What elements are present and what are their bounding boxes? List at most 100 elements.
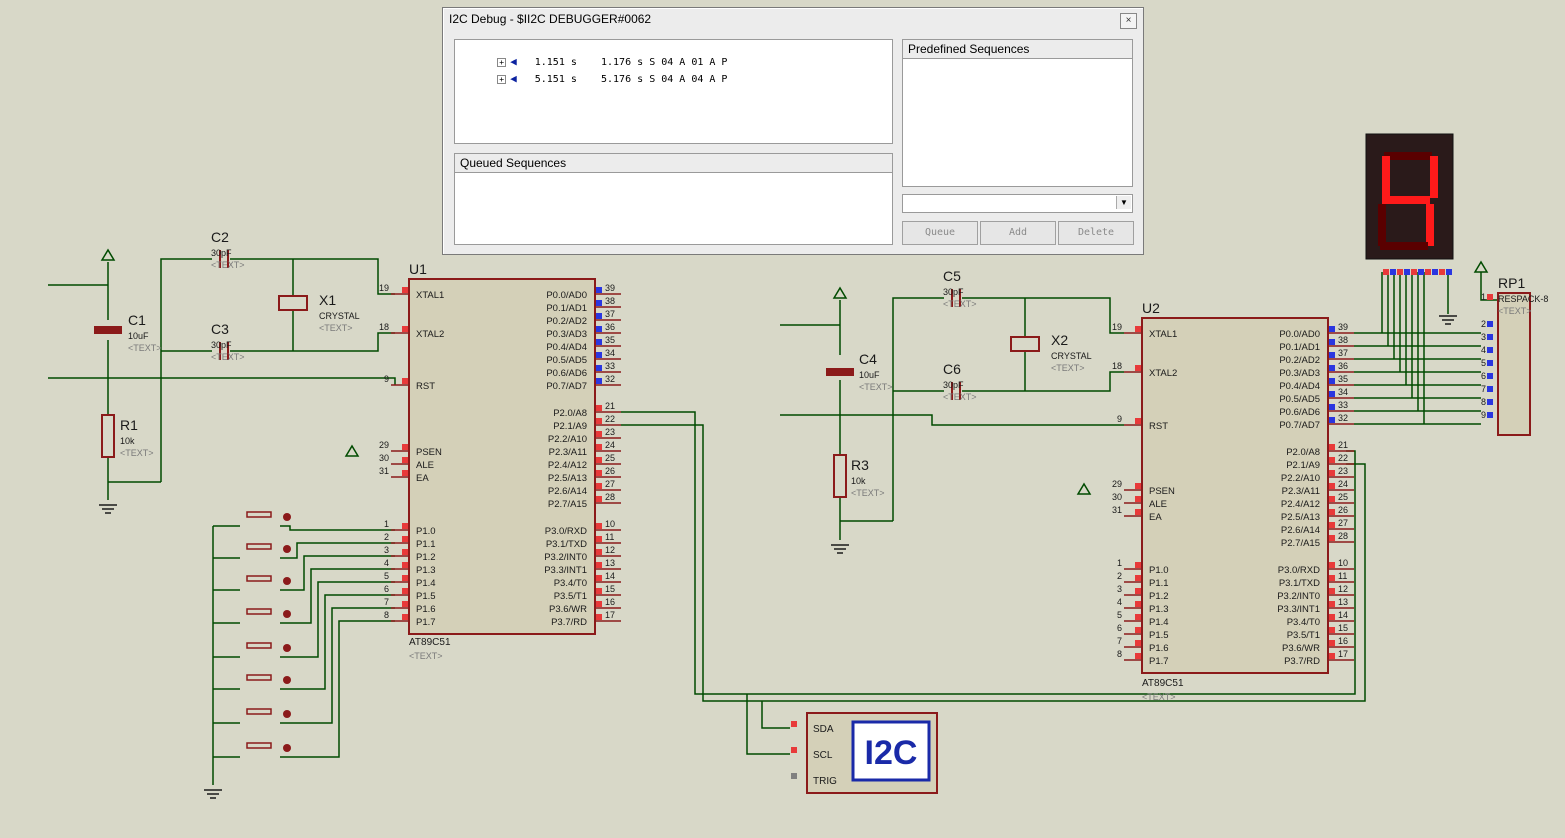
pin-number: 26 <box>1338 505 1348 515</box>
pin-marker <box>1329 522 1335 528</box>
pin-number: 36 <box>1338 361 1348 371</box>
wire <box>280 525 395 531</box>
pin-number: 17 <box>605 610 615 620</box>
pin-number: 35 <box>605 335 615 345</box>
expand-icon[interactable]: + <box>497 57 507 67</box>
predefined-sequences-panel[interactable]: Predefined Sequences <box>902 39 1133 187</box>
wire <box>780 414 1124 426</box>
sequence-select[interactable]: ▼ <box>902 194 1133 213</box>
display-pin <box>1446 269 1452 275</box>
display-pin <box>1383 269 1389 275</box>
pin-number: 17 <box>1338 649 1348 659</box>
pin-marker <box>1329 653 1335 659</box>
chevron-down-icon[interactable]: ▼ <box>1116 196 1131 209</box>
pin-number: 18 <box>1112 361 1122 371</box>
pin-marker <box>596 431 602 437</box>
push-button <box>246 674 272 681</box>
pin-number: 8 <box>384 610 389 620</box>
wire <box>746 694 790 755</box>
component-text: <TEXT> <box>943 392 977 402</box>
pin-marker <box>596 601 602 607</box>
component-ref: R1 <box>120 417 138 433</box>
delete-button[interactable]: Delete <box>1058 221 1134 245</box>
wire <box>962 371 1124 392</box>
pin-number: 4 <box>1117 597 1122 607</box>
push-button-contact <box>283 676 291 684</box>
pin-number: 5 <box>1117 610 1122 620</box>
component-text: <TEXT> <box>319 323 353 333</box>
pin-number: 33 <box>605 361 615 371</box>
pin-marker <box>1487 399 1493 405</box>
pin-number: 18 <box>379 322 389 332</box>
add-button[interactable]: Add <box>980 221 1056 245</box>
pin-name: P3.7/RD <box>1284 656 1320 667</box>
pin-marker <box>1329 614 1335 620</box>
component-value: CRYSTAL <box>1051 351 1092 361</box>
pin-marker <box>1329 391 1335 397</box>
pin-number: 21 <box>605 401 615 411</box>
queued-sequences-header: Queued Sequences <box>455 154 892 173</box>
pin-marker <box>1329 365 1335 371</box>
i2c-debug-window[interactable]: I2C Debug - $II2C DEBUGGER#0062 × +◀1.15… <box>442 7 1144 255</box>
wires <box>48 258 1499 785</box>
pin-name: P3.3/INT1 <box>1277 604 1320 615</box>
pin-number: 34 <box>1338 387 1348 397</box>
pin-number: 10 <box>1338 558 1348 568</box>
close-icon[interactable]: × <box>1120 13 1137 29</box>
display-segment <box>1426 204 1434 246</box>
pin-name: P1.5 <box>1149 630 1169 641</box>
i2c-pin-label: SCL <box>813 750 833 761</box>
display-segment <box>1382 156 1390 198</box>
power-icon <box>1473 260 1489 273</box>
pin-marker <box>596 287 602 293</box>
pin-name: P0.3/AD3 <box>546 329 587 340</box>
pin-name: P1.4 <box>416 578 436 589</box>
push-button-contact <box>283 710 291 718</box>
wire <box>280 568 395 624</box>
pin-marker <box>402 470 408 476</box>
log-panel[interactable]: +◀1.151 s 1.176 s S 04 A 01 A P +◀5.151 … <box>454 39 893 144</box>
pin-marker <box>596 614 602 620</box>
pin-number: 14 <box>1338 610 1348 620</box>
pin-marker <box>1329 444 1335 450</box>
pin-name: P1.7 <box>1149 656 1169 667</box>
pin-name: P3.0/RXD <box>1278 565 1320 576</box>
pin-marker <box>1135 562 1141 568</box>
pin-marker <box>596 365 602 371</box>
component-ref: X1 <box>319 292 336 308</box>
pin-name: P0.6/AD6 <box>546 368 587 379</box>
component-value: RESPACK-8 <box>1498 294 1548 304</box>
wire <box>761 701 790 729</box>
chip-body <box>1141 317 1329 674</box>
pin-number: 22 <box>1338 453 1348 463</box>
pin-name: P3.1/TXD <box>1279 578 1320 589</box>
push-button <box>246 511 272 518</box>
pin-number: 13 <box>605 558 615 568</box>
pin-name: P2.3/A11 <box>549 447 587 458</box>
pin-name: XTAL2 <box>416 329 444 340</box>
pin-number: 32 <box>605 374 615 384</box>
queued-sequences-panel[interactable]: Queued Sequences <box>454 153 893 245</box>
display-pin <box>1418 269 1424 275</box>
log-row[interactable]: +◀5.151 s 5.176 s S 04 A 04 A P <box>461 61 727 85</box>
pin-number: 12 <box>1338 584 1348 594</box>
queue-button[interactable]: Queue <box>902 221 978 245</box>
expand-icon[interactable]: + <box>497 74 507 84</box>
log-row[interactable]: +◀1.151 s 1.176 s S 04 A 01 A P <box>461 44 727 68</box>
component-ref: RP1 <box>1498 275 1525 291</box>
pin-name: P0.6/AD6 <box>1279 407 1320 418</box>
push-button-contact <box>283 610 291 618</box>
wire <box>621 424 1366 702</box>
pin-marker <box>1487 412 1493 418</box>
pin-marker <box>596 575 602 581</box>
display-segment <box>1378 204 1386 246</box>
pin-marker <box>402 562 408 568</box>
pin-marker <box>402 457 408 463</box>
pin-name: P0.1/AD1 <box>546 303 587 314</box>
pin-name: P3.0/RXD <box>545 526 587 537</box>
pin-marker <box>596 444 602 450</box>
pin-marker <box>1329 378 1335 384</box>
arrow-left-icon: ◀ <box>510 55 517 68</box>
pin-number: 19 <box>379 283 389 293</box>
